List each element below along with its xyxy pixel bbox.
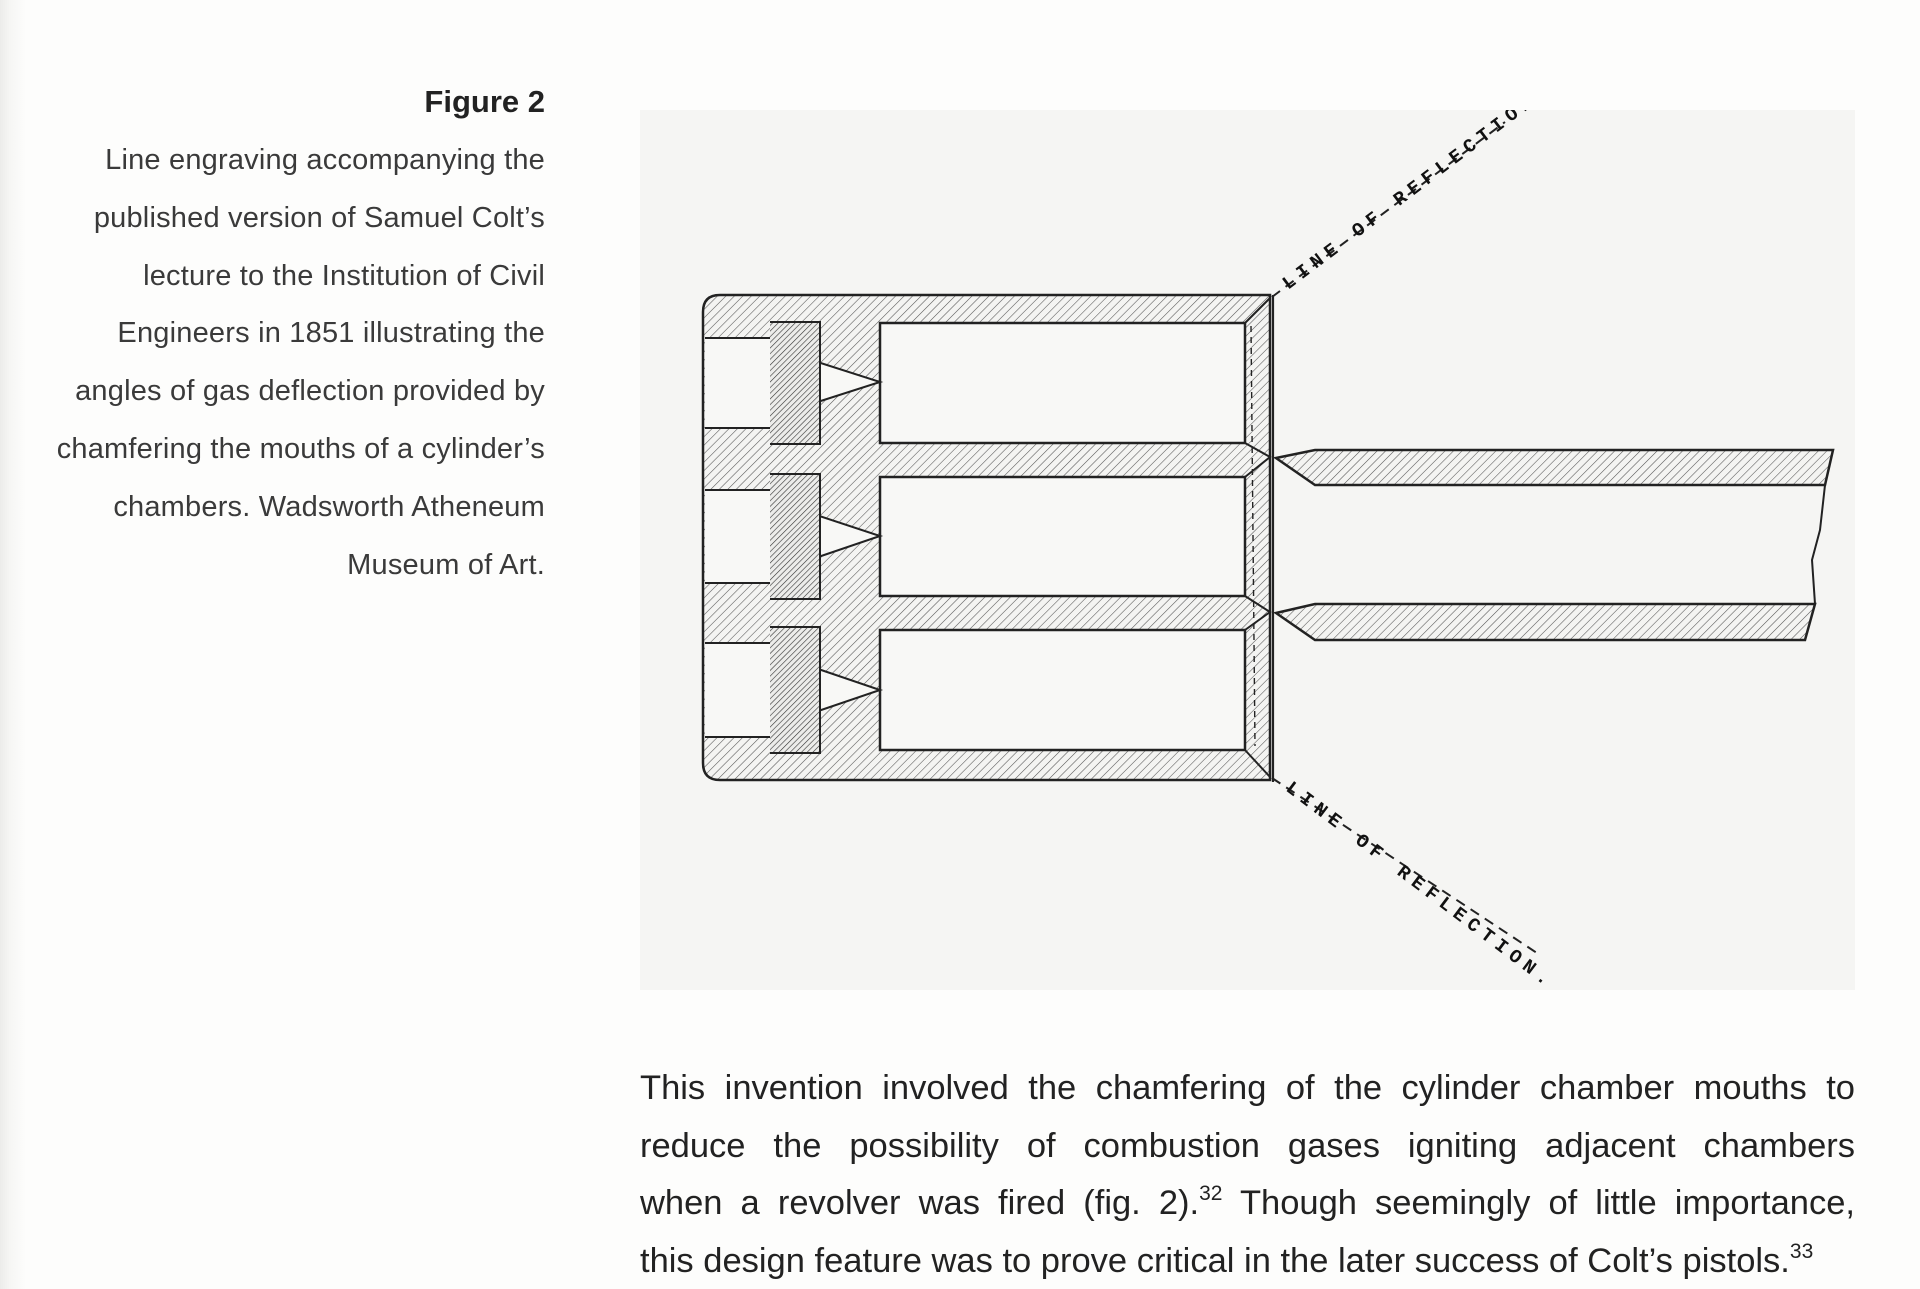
caption-line: lecture to the Institution of Civil bbox=[143, 259, 545, 292]
footnote-ref-32: 32 bbox=[1199, 1182, 1223, 1205]
caption-line: Engineers in 1851 illustrating the bbox=[117, 317, 545, 350]
footnote-ref-33: 33 bbox=[1789, 1239, 1814, 1263]
caption-line: Line engraving accompanying the bbox=[105, 144, 545, 176]
barrel-section bbox=[1271, 295, 1835, 782]
caption-title: Figure 2 bbox=[424, 84, 545, 119]
body-line-1: This invention involved the chamfering o… bbox=[640, 1069, 1855, 1107]
body-text-segment: Though seemingly of little importance, bbox=[1222, 1184, 1855, 1222]
body-text-segment: when a revolver was fired (fig. 2). bbox=[640, 1184, 1200, 1222]
chamfers bbox=[1244, 297, 1272, 778]
cylinder-section bbox=[701, 293, 1272, 782]
body-text-segment: this design feature was to prove critica… bbox=[640, 1241, 1790, 1280]
caption-line: angles of gas deflection provided by bbox=[75, 375, 545, 408]
body-paragraph: This invention involved the chamfering o… bbox=[640, 1060, 1855, 1289]
caption-line: chambers. Wadsworth Atheneum bbox=[113, 490, 545, 523]
figure-caption: Figure 2 Line engraving accompanying the… bbox=[0, 82, 545, 594]
caption-line: Museum of Art. bbox=[347, 548, 545, 581]
chamber-middle bbox=[878, 475, 1247, 598]
caption-line: chamfering the mouths of a cylinder’s bbox=[56, 432, 545, 465]
chamber-bottom bbox=[878, 628, 1247, 752]
line-engraving: LINE OF REFLECTION. LINE OF REFLECTION. bbox=[640, 110, 1855, 990]
body-line-4: this design feature was to prove critica… bbox=[640, 1233, 1855, 1289]
caption-line: published version of Samuel Colt’s bbox=[93, 201, 545, 234]
reflection-lines bbox=[1271, 121, 1541, 956]
chamber-top bbox=[878, 321, 1247, 445]
body-line-2: reduce the possibility of combustion gas… bbox=[640, 1126, 1855, 1165]
nipples bbox=[705, 321, 884, 754]
body-line-3: when a revolver was fired (fig. 2).32 Th… bbox=[640, 1175, 1855, 1233]
